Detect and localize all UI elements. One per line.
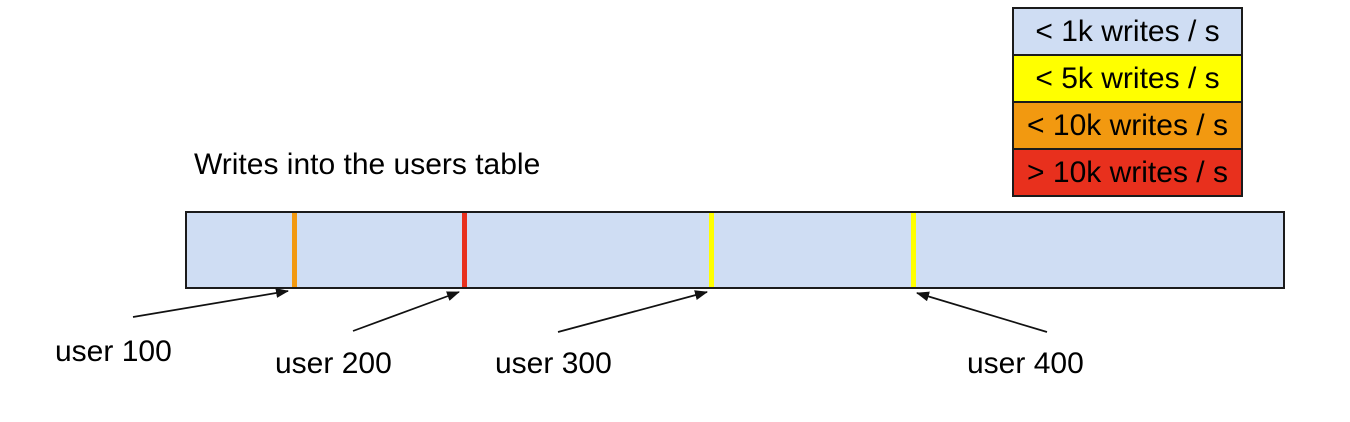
label-user-200: user 200 bbox=[275, 347, 392, 380]
users-table-bar bbox=[185, 211, 1285, 289]
arrow-user-300 bbox=[557, 290, 708, 333]
legend-item-lt-5k: < 5k writes / s bbox=[1014, 56, 1241, 103]
legend-item-lt-1k: < 1k writes / s bbox=[1014, 9, 1241, 56]
arrow-user-100 bbox=[132, 288, 289, 318]
marker-user-100 bbox=[292, 213, 297, 287]
marker-user-400 bbox=[911, 213, 916, 287]
diagram-title: Writes into the users table bbox=[194, 148, 541, 181]
label-user-400: user 400 bbox=[967, 347, 1084, 380]
arrow-user-400 bbox=[916, 291, 1048, 333]
legend: < 1k writes / s < 5k writes / s < 10k wr… bbox=[1012, 7, 1243, 197]
marker-user-200 bbox=[462, 213, 467, 287]
legend-item-lt-10k: < 10k writes / s bbox=[1014, 103, 1241, 150]
arrow-user-200 bbox=[352, 291, 460, 332]
label-user-300: user 300 bbox=[495, 347, 612, 380]
label-user-100: user 100 bbox=[55, 335, 172, 368]
marker-user-300 bbox=[709, 213, 714, 287]
legend-item-gt-10k: > 10k writes / s bbox=[1014, 150, 1241, 195]
